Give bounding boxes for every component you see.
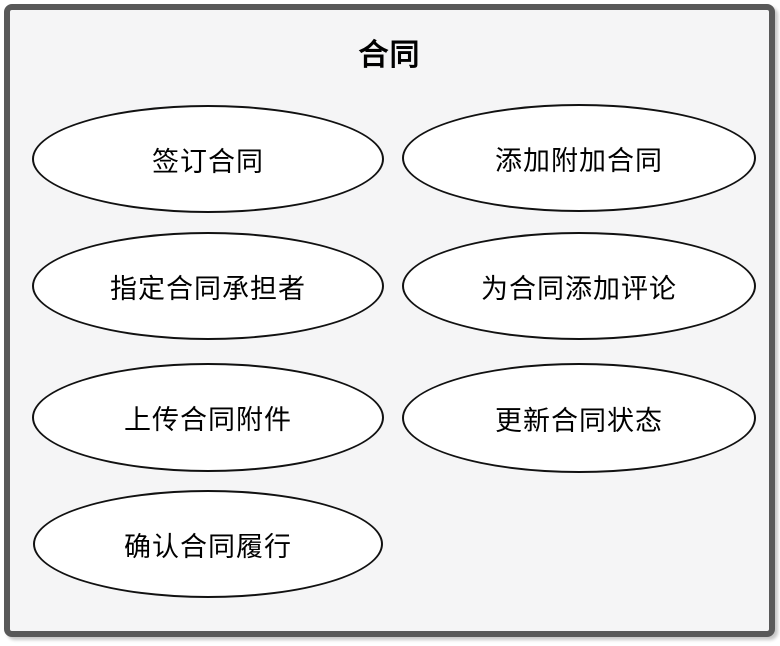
use-case-label: 上传合同附件 <box>124 405 292 435</box>
use-case-assign-contract-bearer: 指定合同承担者 <box>32 232 384 340</box>
use-case-add-supplementary-contract: 添加附加合同 <box>402 104 756 212</box>
use-case-upload-contract-attachment: 上传合同附件 <box>32 363 384 472</box>
use-case-confirm-contract-fulfillment: 确认合同履行 <box>33 490 383 598</box>
use-case-label: 为合同添加评论 <box>481 273 677 304</box>
use-case-label: 指定合同承担者 <box>110 273 306 304</box>
use-case-label: 签订合同 <box>152 146 264 177</box>
use-case-label: 确认合同履行 <box>124 531 292 562</box>
system-boundary-contract: 合同 签订合同 添加附加合同 指定合同承担者 为合同添加评论 上传合同附件 更新… <box>4 4 775 637</box>
use-case-update-contract-status: 更新合同状态 <box>402 363 756 473</box>
use-case-label: 添加附加合同 <box>495 145 663 176</box>
use-case-sign-contract: 签订合同 <box>32 105 384 213</box>
use-case-label: 更新合同状态 <box>495 405 663 436</box>
use-case-add-contract-comment: 为合同添加评论 <box>402 232 756 340</box>
system-boundary-title: 合同 <box>358 39 421 72</box>
